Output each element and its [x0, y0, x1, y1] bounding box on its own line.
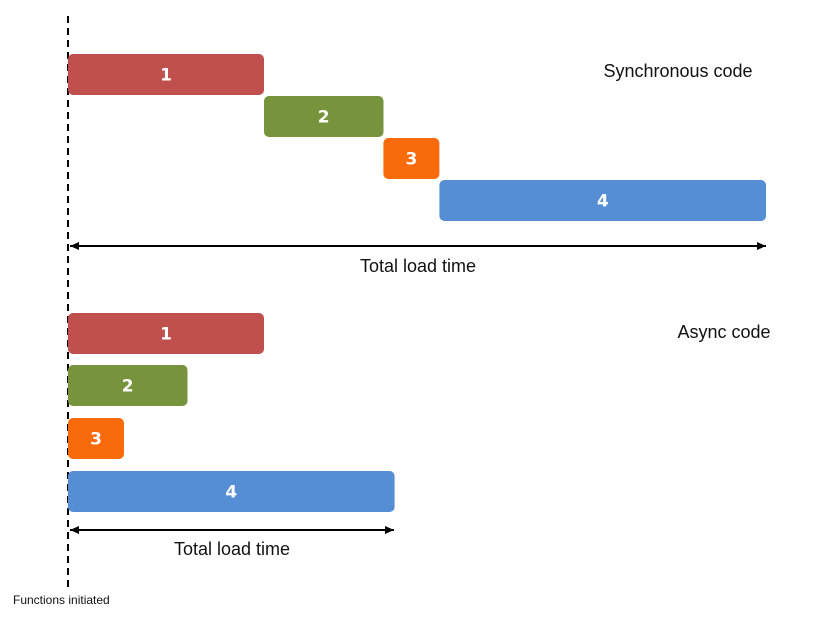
- async-total-label: Total load time: [174, 539, 290, 559]
- functions-initiated-label: Functions initiated: [13, 593, 110, 607]
- sync-bar-2: [264, 96, 384, 137]
- sync-bar-1: [68, 54, 264, 95]
- sync-bar-3-label: 3: [405, 150, 417, 170]
- async-bar-4: [68, 471, 395, 512]
- async-bar-4-label: 4: [225, 483, 237, 503]
- sync-bar-4-label: 4: [597, 192, 609, 212]
- async-bar-2-label: 2: [122, 377, 134, 397]
- async-bar-2: [68, 365, 188, 406]
- sync-bar-4: [439, 180, 766, 221]
- async-section: Async code Total load time 1 2 3 4: [68, 313, 771, 559]
- async-bar-1-label: 1: [160, 325, 172, 345]
- async-title: Async code: [677, 322, 770, 342]
- async-bar-3-label: 3: [90, 430, 102, 450]
- synchronous-title: Synchronous code: [603, 61, 752, 81]
- sync-bar-2-label: 2: [318, 108, 330, 128]
- sync-bar-1-label: 1: [160, 66, 172, 86]
- sync-total-label: Total load time: [360, 256, 476, 276]
- sync-bar-3: [383, 138, 440, 179]
- synchronous-section: Synchronous code Total load time 1 2 3 4: [68, 54, 766, 276]
- async-bar-3: [68, 418, 124, 459]
- async-bar-1: [68, 313, 264, 354]
